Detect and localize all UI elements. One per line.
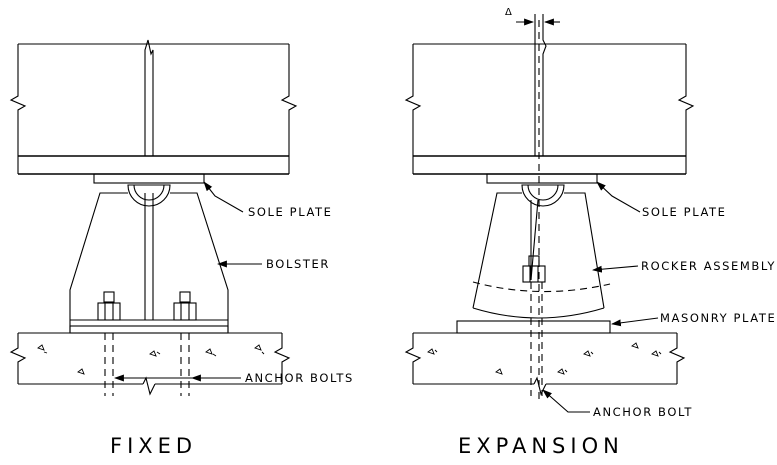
expansion-pin [521, 184, 565, 207]
expansion-masonry-plate [456, 320, 611, 334]
expansion-sole-plate [486, 173, 598, 184]
fixed-anchor-bolts-label: ANCHOR BOLTS [245, 371, 354, 385]
fixed-bearing-detail: SOLE PLATE BOLSTER ANCHOR BOLTS FIXED [9, 39, 354, 458]
expansion-concrete-pier [404, 332, 686, 396]
fixed-leaders [114, 181, 262, 382]
fixed-concrete-pier [9, 332, 291, 396]
fixed-bolster [69, 192, 229, 334]
fixed-sole-plate-label: SOLE PLATE [248, 205, 333, 219]
fixed-sole-plate [93, 173, 205, 184]
fixed-bolster-label: BOLSTER [266, 257, 330, 271]
expansion-masonry-plate-label: MASONRY PLATE [660, 311, 776, 325]
expansion-caption: EXPANSION [458, 434, 624, 458]
fixed-pin [127, 184, 171, 207]
fixed-girder [9, 39, 298, 175]
fixed-bolt-nut-left [97, 291, 121, 321]
expansion-sole-plate-label: SOLE PLATE [642, 205, 727, 219]
expansion-anchor-bolt [530, 282, 543, 396]
expansion-girder [404, 14, 695, 400]
expansion-bolt-nut [522, 255, 546, 283]
expansion-leaders [542, 181, 659, 413]
expansion-anchor-bolt-label: ANCHOR BOLT [593, 405, 693, 419]
expansion-delta-label: Δ [505, 7, 512, 18]
fixed-bolt-nut-right [173, 291, 197, 321]
expansion-bearing-detail: Δ [404, 7, 776, 458]
expansion-rocker-assembly-label: ROCKER ASSEMBLY [641, 259, 776, 273]
fixed-caption: FIXED [110, 434, 197, 458]
expansion-rocker-assembly [472, 192, 611, 319]
fixed-anchor-bolts [104, 333, 190, 396]
